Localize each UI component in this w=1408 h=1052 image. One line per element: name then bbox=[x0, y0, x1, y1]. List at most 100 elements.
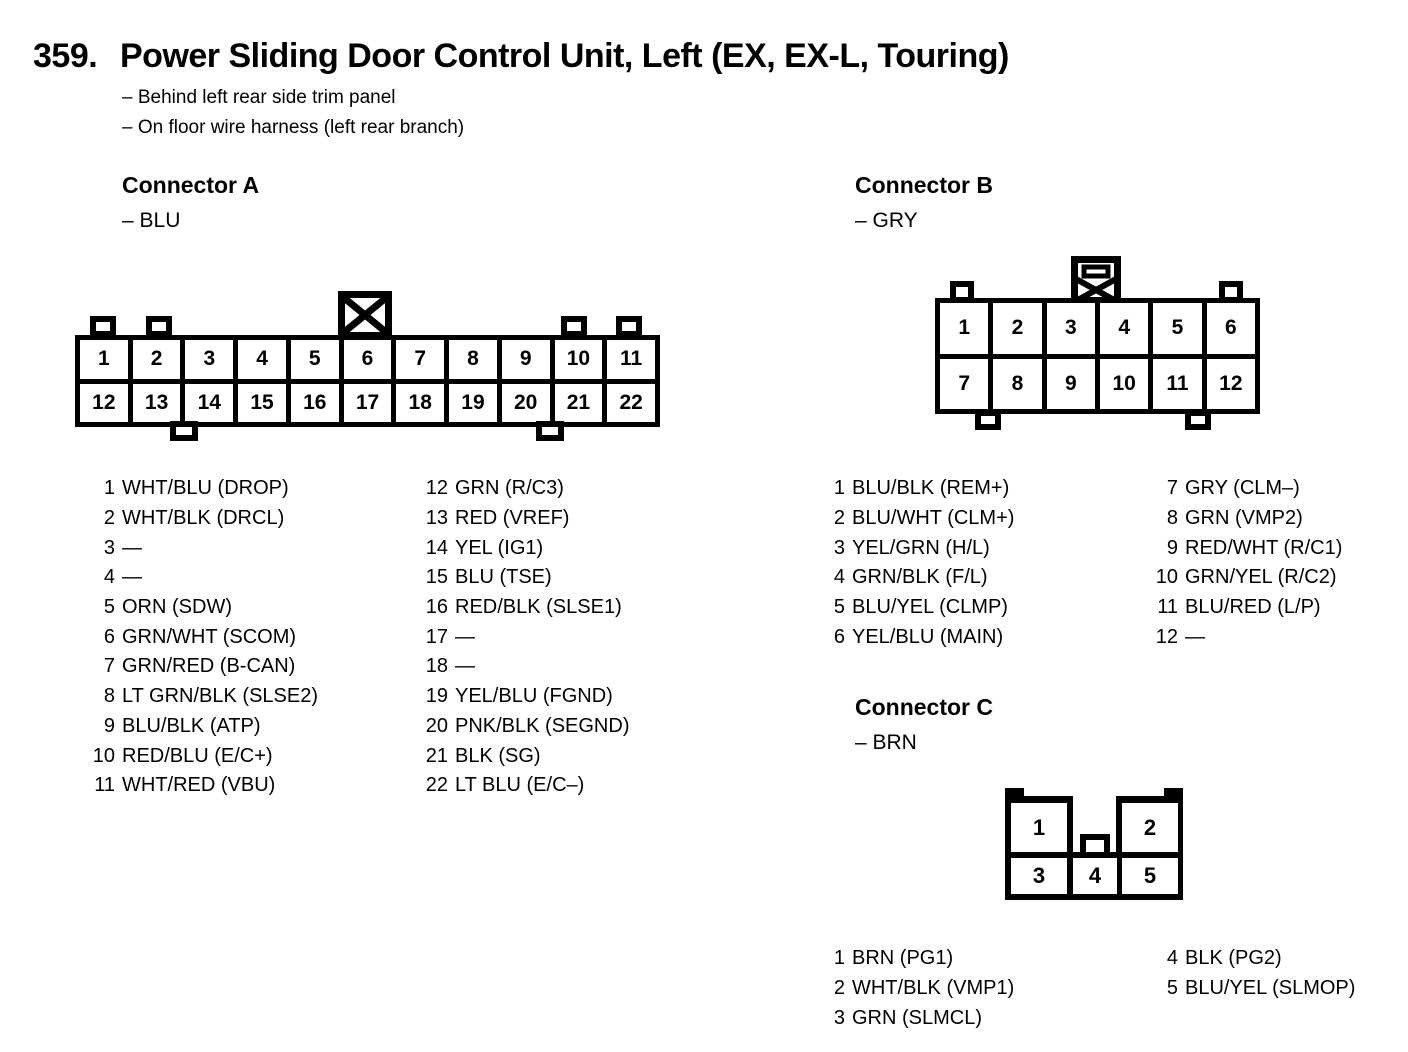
pin-label: WHT/BLK (VMP1) bbox=[852, 977, 1015, 1000]
pin-row: 1 BRN (PG1) bbox=[815, 944, 1014, 974]
connector-a-heading: Connector A bbox=[122, 172, 260, 198]
pin-cavity: 5 bbox=[290, 340, 339, 379]
corner-notch bbox=[1155, 788, 1164, 796]
pin-label: BLU/BLK (REM+) bbox=[852, 477, 1010, 500]
pin-number: 4 bbox=[103, 566, 115, 589]
pin-row: 4— bbox=[75, 563, 318, 593]
pin-cavity: 9 bbox=[1046, 358, 1095, 409]
pin-number: 17 bbox=[425, 625, 448, 648]
pin-cavity: 3 bbox=[185, 340, 234, 379]
pin-cavity: 8 bbox=[449, 340, 497, 379]
pin-row: 8 LT GRN/BLK (SLSE2) bbox=[75, 682, 318, 712]
mounting-tab-icon bbox=[90, 316, 116, 337]
pin-label: RED (VREF) bbox=[455, 507, 570, 530]
pin-label: BLU/BLK (ATP) bbox=[122, 714, 261, 737]
pin-number: 2 bbox=[833, 977, 845, 1000]
pin-number: 21 bbox=[425, 744, 448, 767]
pin-row: 12— bbox=[1138, 622, 1342, 652]
pin-label: YEL/BLU (FGND) bbox=[455, 685, 613, 708]
pin-row: 17— bbox=[408, 622, 629, 652]
pin-cavity: 1 bbox=[1011, 803, 1067, 852]
pin-cavity: 3 bbox=[1011, 858, 1067, 894]
pin-label: RED/BLU (E/C+) bbox=[122, 744, 273, 767]
pin-cavity: 19 bbox=[449, 383, 497, 422]
pin-number: 3 bbox=[833, 536, 845, 559]
pin-number: 11 bbox=[94, 774, 115, 797]
pin-cavity: 6 bbox=[1206, 303, 1255, 354]
pin-cavity: 15 bbox=[238, 383, 286, 422]
connector-b-body: 1 2 3 4 5 6 7 8 9 10 11 12 bbox=[935, 298, 1260, 414]
pin-label: BLU (TSE) bbox=[455, 566, 552, 589]
pin-cavity: 2 bbox=[993, 303, 1042, 354]
pin-cavity: 4 bbox=[1099, 303, 1149, 354]
pin-number: 14 bbox=[425, 536, 448, 559]
pin-row: 18— bbox=[408, 652, 629, 682]
pin-row: 2 WHT/BLK (VMP1) bbox=[815, 974, 1014, 1004]
pin-cavity: 21 bbox=[554, 383, 603, 422]
connector-a-body: 1 2 3 4 5 6 7 8 9 10 11 12 13 14 15 16 1… bbox=[75, 335, 660, 427]
pin-cavity: 8 bbox=[993, 358, 1042, 409]
pin-label: BRN (PG1) bbox=[852, 947, 954, 970]
pin-cavity: 10 bbox=[1099, 358, 1149, 409]
pin-cavity: 2 bbox=[132, 340, 181, 379]
location-note-2: – On floor wire harness (left rear branc… bbox=[122, 117, 465, 138]
pin-label: GRN/WHT (SCOM) bbox=[122, 625, 297, 648]
connector-c-color: – BRN bbox=[855, 731, 917, 754]
pin-number: 22 bbox=[425, 774, 448, 797]
pin-row: 3— bbox=[75, 533, 318, 563]
pin-label: LT GRN/BLK (SLSE2) bbox=[122, 685, 318, 708]
pin-number: 5 bbox=[833, 596, 845, 619]
pin-label: BLU/RED (L/P) bbox=[1185, 596, 1321, 619]
pin-label: — bbox=[455, 655, 475, 678]
pin-number: 2 bbox=[833, 507, 845, 530]
latch-bump-icon bbox=[1080, 834, 1110, 858]
pin-label: WHT/RED (VBU) bbox=[122, 774, 276, 797]
pin-cavity: 1 bbox=[940, 303, 989, 354]
pin-label: WHT/BLK (DRCL) bbox=[122, 507, 285, 530]
pin-number: 3 bbox=[103, 536, 115, 559]
pin-label: BLK (SG) bbox=[455, 744, 541, 767]
pin-number: 5 bbox=[1166, 977, 1178, 1000]
pin-cavity: 7 bbox=[396, 340, 445, 379]
connector-b-color: – GRY bbox=[855, 209, 918, 232]
pin-cavity: 4 bbox=[1073, 858, 1117, 894]
pin-row: 11 WHT/RED (VBU) bbox=[75, 771, 318, 801]
pin-cavity: 12 bbox=[1206, 358, 1255, 409]
mounting-tab-icon bbox=[975, 410, 1001, 430]
pin-number: 6 bbox=[103, 625, 115, 648]
pin-cavity: 5 bbox=[1122, 858, 1178, 894]
pin-cavity: 12 bbox=[80, 383, 128, 422]
pin-number: 1 bbox=[833, 947, 845, 970]
pin-number: 13 bbox=[425, 507, 448, 530]
pin-label: BLU/YEL (CLMP) bbox=[852, 596, 1008, 619]
pin-number: 6 bbox=[833, 625, 845, 648]
pin-number: 8 bbox=[103, 685, 115, 708]
pin-number: 19 bbox=[425, 685, 448, 708]
pin-number: 12 bbox=[425, 477, 448, 500]
connector-b-heading: Connector B bbox=[855, 172, 993, 198]
pin-cavity: 11 bbox=[607, 340, 655, 379]
pin-cavity: 22 bbox=[607, 383, 655, 422]
pin-number: 11 bbox=[1157, 596, 1178, 619]
pin-cavity: 20 bbox=[501, 383, 550, 422]
pin-number: 4 bbox=[833, 566, 845, 589]
pin-row: 19 YEL/BLU (FGND) bbox=[408, 682, 629, 712]
pin-label: GRN/RED (B-CAN) bbox=[122, 655, 296, 678]
mounting-tab-icon bbox=[170, 421, 198, 441]
pin-number: 4 bbox=[1166, 947, 1178, 970]
pin-cavity: 5 bbox=[1153, 303, 1202, 354]
